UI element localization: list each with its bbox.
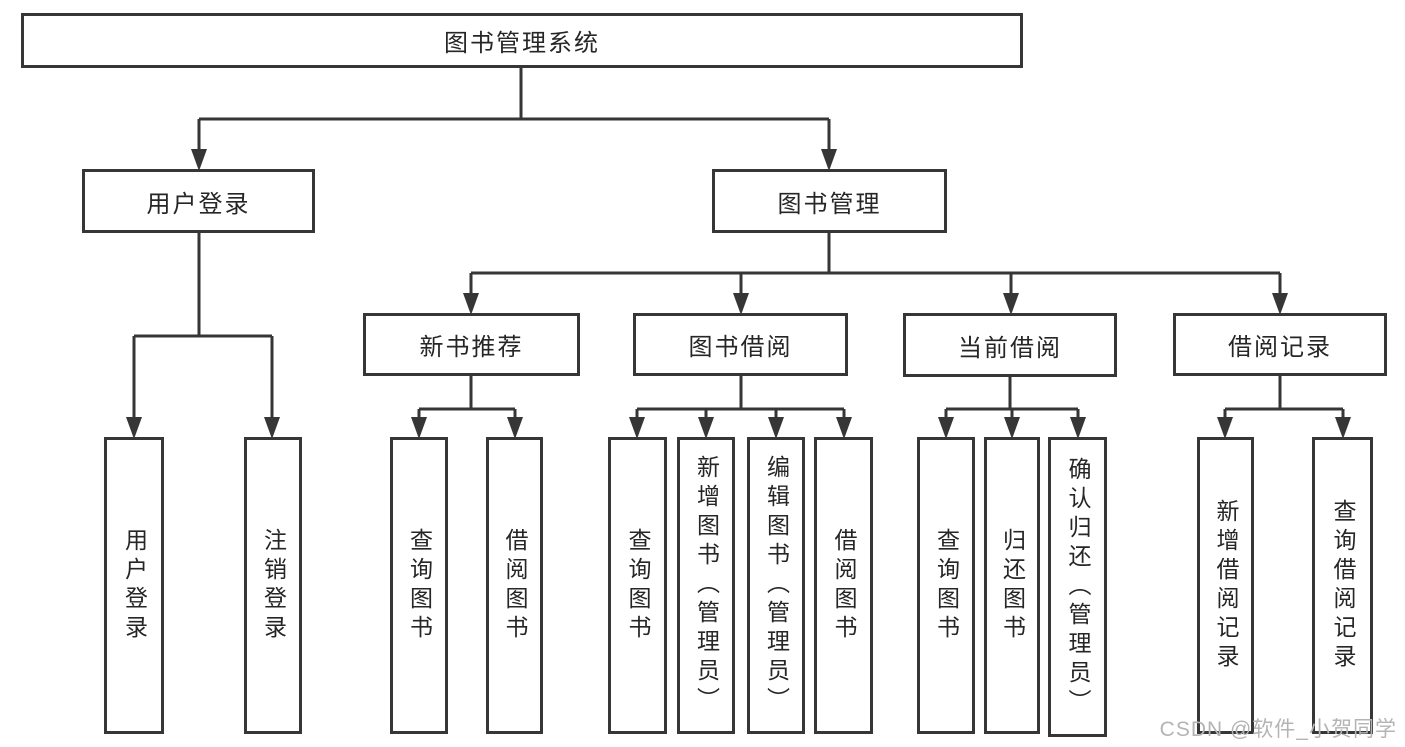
leaf-cb-return-books-label: 归还图书 bbox=[999, 527, 1026, 644]
leaf-br-add-record-label: 新增借阅记录 bbox=[1213, 498, 1239, 673]
node-current-borrow-label: 当前借阅 bbox=[958, 334, 1062, 362]
node-new-book-rec-label: 新书推荐 bbox=[419, 334, 524, 361]
arrow-icon bbox=[1217, 417, 1233, 439]
arrow-icon bbox=[821, 149, 837, 171]
leaf-logout-label: 注销登录 bbox=[260, 527, 287, 644]
arrow-icon bbox=[836, 417, 852, 439]
arrow-icon bbox=[411, 417, 427, 439]
leaf-cb-confirm-return-admin-label: 确认归还（管理员） bbox=[1065, 456, 1091, 718]
leaf-nbr-query-books-label: 查询图书 bbox=[406, 527, 433, 644]
arrow-icon bbox=[463, 293, 479, 315]
node-root: 图书管理系统 bbox=[21, 13, 1023, 68]
arrow-icon bbox=[698, 417, 714, 439]
leaf-cb-return-books: 归还图书 bbox=[984, 437, 1040, 734]
node-current-borrow: 当前借阅 bbox=[903, 313, 1117, 377]
leaf-bb-edit-books-admin-label: 编辑图书（管理员） bbox=[763, 455, 790, 716]
arrow-icon bbox=[1272, 293, 1288, 315]
leaf-bb-edit-books-admin: 编辑图书（管理员） bbox=[747, 437, 805, 734]
leaf-br-add-record: 新增借阅记录 bbox=[1197, 437, 1254, 734]
connector-user-login bbox=[132, 233, 274, 420]
arrow-icon bbox=[938, 417, 954, 439]
leaf-cb-query-books: 查询图书 bbox=[917, 437, 975, 734]
arrow-icon bbox=[768, 417, 784, 439]
node-user-login-label: 用户登录 bbox=[146, 190, 251, 218]
leaf-nbr-borrow-books: 借阅图书 bbox=[486, 437, 543, 734]
leaf-cb-query-books-label: 查询图书 bbox=[933, 527, 960, 644]
leaf-user-login-label: 用户登录 bbox=[121, 527, 148, 644]
connector-root bbox=[197, 68, 831, 151]
leaf-logout: 注销登录 bbox=[244, 437, 302, 734]
node-borrow-record-label: 借阅记录 bbox=[1228, 334, 1332, 361]
node-book-mgmt-label: 图书管理 bbox=[777, 190, 882, 218]
arrow-icon bbox=[1335, 417, 1351, 439]
arrow-icon bbox=[126, 417, 142, 439]
arrow-icon bbox=[264, 417, 280, 439]
node-book-borrow-label: 图书借阅 bbox=[688, 334, 793, 361]
leaf-user-login: 用户登录 bbox=[104, 437, 164, 734]
leaf-bb-add-books-admin-label: 新增图书（管理员） bbox=[693, 455, 720, 716]
leaf-nbr-query-books: 查询图书 bbox=[390, 437, 448, 734]
node-root-label: 图书管理系统 bbox=[444, 30, 600, 57]
node-borrow-record: 借阅记录 bbox=[1173, 313, 1387, 376]
arrow-icon bbox=[1004, 417, 1020, 439]
arrow-icon bbox=[1003, 293, 1019, 315]
csdn-watermark: CSDN @软件_小贺同学 bbox=[1159, 718, 1397, 741]
connector-current-borrow bbox=[944, 376, 1080, 420]
leaf-nbr-borrow-books-label: 借阅图书 bbox=[502, 527, 528, 644]
leaf-bb-query-books: 查询图书 bbox=[608, 437, 667, 734]
arrow-icon bbox=[733, 293, 749, 315]
connector-book-borrow bbox=[635, 376, 846, 420]
connector-new-book bbox=[417, 376, 517, 420]
leaf-br-query-record-label: 查询借阅记录 bbox=[1330, 498, 1356, 673]
node-new-book-rec: 新书推荐 bbox=[363, 313, 580, 376]
node-book-mgmt: 图书管理 bbox=[712, 169, 947, 233]
node-user-login: 用户登录 bbox=[82, 169, 315, 233]
node-book-borrow: 图书借阅 bbox=[633, 313, 848, 376]
connector-borrow-record bbox=[1223, 376, 1345, 420]
arrow-icon bbox=[191, 149, 207, 171]
arrow-icon bbox=[629, 417, 645, 439]
leaf-bb-borrow-books: 借阅图书 bbox=[814, 437, 873, 734]
leaf-bb-query-books-label: 查询图书 bbox=[625, 527, 651, 644]
leaf-cb-confirm-return-admin: 确认归还（管理员） bbox=[1048, 437, 1107, 737]
leaf-bb-add-books-admin: 新增图书（管理员） bbox=[677, 437, 735, 734]
connector-book-mgmt bbox=[469, 233, 1282, 296]
leaf-br-query-record: 查询借阅记录 bbox=[1312, 437, 1373, 734]
arrow-icon bbox=[507, 417, 523, 439]
arrow-icon bbox=[1070, 417, 1086, 439]
leaf-bb-borrow-books-label: 借阅图书 bbox=[831, 527, 857, 644]
